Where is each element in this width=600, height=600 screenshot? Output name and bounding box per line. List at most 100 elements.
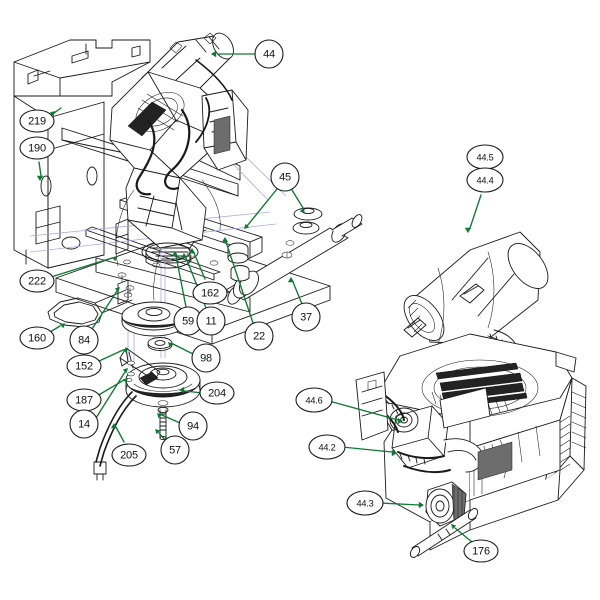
left-engine-accessory-dark [213,115,231,155]
leader-line-59 [175,255,187,308]
air-intake-elbow [443,438,484,473]
leader-arrowhead-44.2 [391,449,397,457]
pulley-clutch-stack [93,301,201,481]
callout-bubble[interactable] [463,539,499,563]
callout-bubble[interactable] [69,409,99,439]
callout-45[interactable]: 45 [270,162,300,192]
leader-line-44.3 [379,502,420,506]
callout-label: 190 [28,143,46,155]
leader-line-176 [454,527,473,543]
callout-bubble[interactable] [19,136,55,160]
callout-14[interactable]: 14 [69,409,99,439]
rear-bracket-tab [555,351,577,373]
leader-line-37 [292,281,303,305]
callout-44[interactable]: 44 [254,39,284,69]
leader-line-162 [193,252,206,280]
leader-line-84 [91,290,118,330]
bracket-slots [367,379,377,391]
callout-22[interactable]: 22 [244,321,274,351]
callout-label: 84 [78,335,90,347]
callout-bubble[interactable] [270,162,300,192]
callout-bubble[interactable] [291,302,321,332]
oil-filter-rib-lines [453,485,463,523]
leader-line-219 [49,107,62,117]
callout-44-6[interactable]: 44.6 [295,387,333,413]
exhaust-elbows [227,242,250,282]
leader-arrowhead-204 [179,386,185,394]
callout-label: 59 [182,316,194,328]
callout-label: 160 [28,333,46,345]
callout-37[interactable]: 37 [291,302,321,332]
leader-arrowhead-59 [171,251,179,257]
callout-bubble[interactable] [192,281,228,305]
callout-label: 98 [200,353,212,365]
callout-bubble[interactable] [244,321,274,351]
callout-bubble[interactable] [19,326,55,350]
callout-205[interactable]: 205 [111,443,147,467]
leader-arrowhead-44 [211,50,217,58]
callout-bubble[interactable] [346,490,384,516]
callout-bubble[interactable] [178,411,208,441]
callout-94[interactable]: 94 [178,411,208,441]
left-chassis-assembly [13,32,363,481]
left-engine-body [109,32,249,301]
callout-bubble[interactable] [69,325,99,355]
callout-11[interactable]: 11 [196,306,226,336]
callout-bubble[interactable] [295,387,333,413]
callout-label: 44.4 [476,176,493,186]
callout-bubble[interactable] [196,306,226,336]
callout-44-4[interactable]: 44.4 [466,167,504,193]
callout-label: 14 [78,419,90,431]
leader-arrowhead-11 [180,253,188,259]
exhaust-tube-assembly [225,207,363,305]
callout-98[interactable]: 98 [191,343,221,373]
callout-57[interactable]: 57 [160,435,190,465]
callout-222[interactable]: 222 [19,269,55,293]
callout-label: 162 [201,288,219,300]
callout-bubble[interactable] [66,354,102,378]
callout-187[interactable]: 187 [66,388,102,412]
callout-bubble[interactable] [308,434,346,460]
callout-152[interactable]: 152 [66,354,102,378]
callout-bubble[interactable] [19,109,55,133]
callout-bubble[interactable] [191,343,221,373]
callout-label: 44.2 [318,443,335,453]
callout-44-5[interactable]: 44.5 [466,144,504,170]
callout-bubble[interactable] [254,39,284,69]
callout-84[interactable]: 84 [69,325,99,355]
callout-162[interactable]: 162 [192,281,228,305]
leader-line-205 [115,426,125,443]
callout-204[interactable]: 204 [199,381,235,405]
left-canister-clamp [169,32,217,54]
clutch-harness [93,391,137,481]
leader-line-45 [291,189,304,209]
callout-44-3[interactable]: 44.3 [346,490,384,516]
callout-219[interactable]: 219 [19,109,55,133]
exhaust-small-hardware [281,240,295,259]
leader-arrowhead-98 [168,342,174,348]
clutch-bolt [157,406,169,440]
callout-160[interactable]: 160 [19,326,55,350]
callout-bubble[interactable] [160,435,190,465]
callout-bubble[interactable] [111,443,147,467]
callout-176[interactable]: 176 [463,539,499,563]
callout-44-2[interactable]: 44.2 [308,434,346,460]
leader-arrowhead-176 [451,524,457,530]
callout-label: 44.6 [305,396,322,406]
leader-arrowhead-44.3 [418,501,424,509]
left-shroud-shadow [127,101,167,137]
leader-line-44.2 [341,446,393,453]
leader-arrowhead-14 [122,368,128,374]
upper-left-bracket [13,39,151,97]
leader-arrowhead-22 [221,237,229,243]
leader-line-160 [49,325,61,333]
callout-label: 22 [253,331,265,343]
callout-bubble[interactable] [466,167,504,193]
callout-190[interactable]: 190 [19,136,55,160]
leader-arrowhead-57 [155,429,161,435]
callout-bubble[interactable] [199,381,235,405]
callout-bubble[interactable] [19,269,55,293]
